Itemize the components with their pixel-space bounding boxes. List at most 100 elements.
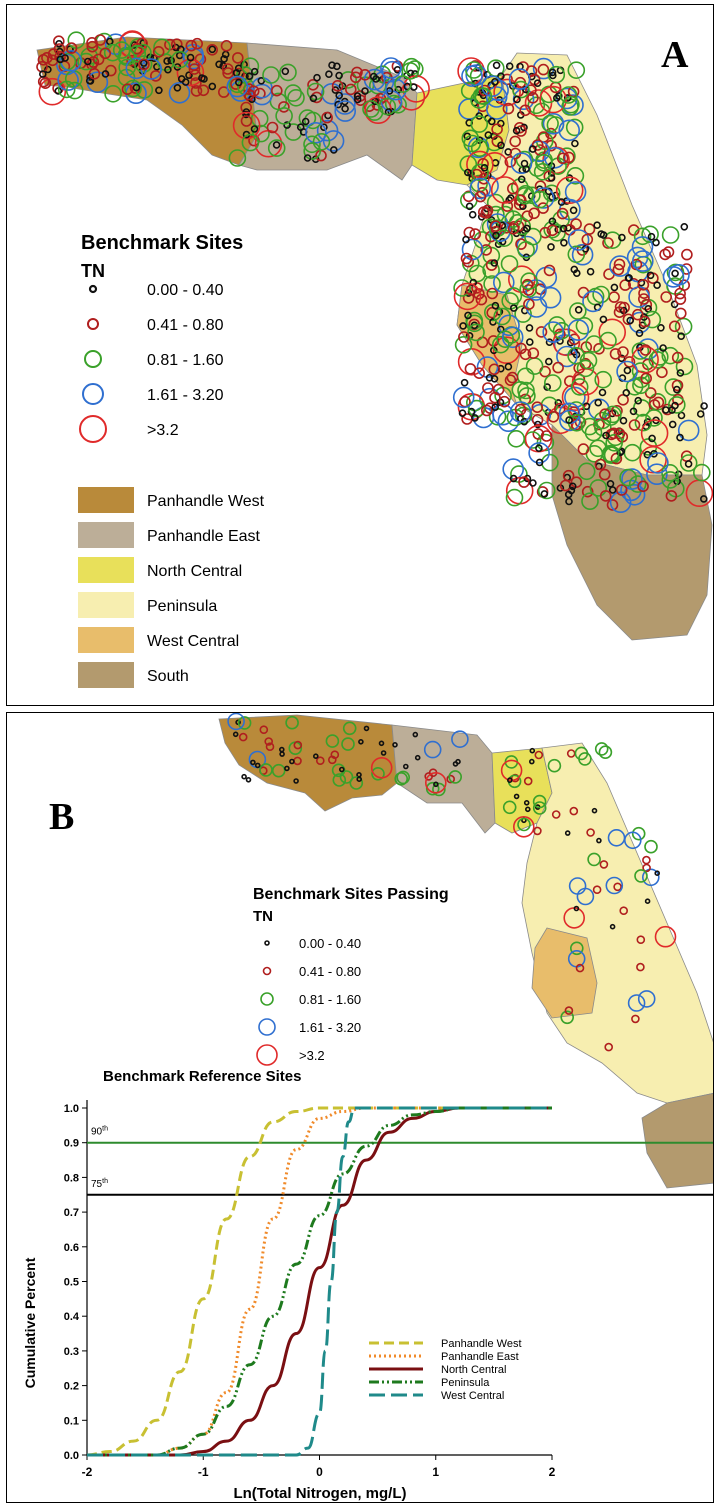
map-b-site-marker — [293, 778, 299, 784]
map-a-site-marker — [619, 468, 637, 487]
map-a-site-marker — [562, 469, 575, 482]
map-a-site-marker — [257, 77, 266, 85]
map-a-site-marker — [498, 221, 507, 230]
map-a-site-marker — [504, 362, 513, 371]
map-a-site-marker — [531, 401, 544, 414]
map-a-site-marker — [303, 142, 322, 160]
map-a-site-marker — [559, 224, 568, 233]
map-b-site-marker — [238, 732, 248, 742]
legend-a-marker-0 — [88, 284, 98, 294]
map-b-site-marker — [264, 737, 274, 746]
map-b-site-marker — [284, 765, 290, 772]
florida-map-a: Benchmark Sites TN 0.00 - 0.400.41 - 0.8… — [36, 30, 713, 688]
map-a-site-marker — [240, 115, 253, 127]
map-a-site-marker — [648, 434, 656, 443]
map-a-site-marker — [167, 56, 175, 65]
map-b-site-marker — [642, 855, 651, 865]
map-b-site-marker — [349, 776, 364, 790]
legend-a-class-label: >3.2 — [147, 422, 179, 439]
map-a-site-marker — [510, 152, 533, 174]
map-a-site-marker — [235, 78, 243, 87]
map-a-site-marker — [498, 395, 511, 408]
map-a-site-marker — [622, 388, 631, 397]
map-b-site-marker — [241, 773, 247, 780]
map-b-site-marker — [547, 758, 562, 773]
map-a-site-marker — [531, 139, 544, 151]
map-b-site-marker — [564, 830, 571, 836]
map-a-site-marker — [56, 55, 65, 64]
map-a-site-marker — [480, 207, 493, 219]
map-a-site-marker — [44, 65, 52, 74]
map-a-site-marker — [322, 130, 345, 152]
map-a-site-marker — [168, 82, 191, 104]
map-a-site-marker — [504, 156, 517, 168]
map-b-site-marker — [596, 837, 602, 844]
map-a-site-marker — [457, 347, 486, 376]
map-a-site-marker — [640, 298, 653, 311]
map-a-site-marker — [631, 308, 644, 321]
map-a-site-marker — [609, 348, 622, 360]
map-a-site-marker — [674, 287, 686, 300]
map-a-site-marker — [485, 373, 494, 382]
map-a-site-marker — [468, 210, 477, 219]
map-b-site-marker — [232, 731, 239, 738]
map-b-legend: Benchmark Sites Passing TN 0.00 - 0.400.… — [253, 886, 449, 1066]
map-a-site-marker — [644, 304, 653, 313]
map-a-site-marker — [613, 306, 626, 319]
y-tick-label: 1.0 — [64, 1103, 79, 1115]
map-a-site-marker — [671, 269, 679, 278]
map-a-site-marker — [514, 406, 533, 425]
map-a-site-marker — [252, 124, 270, 143]
map-a-site-marker — [598, 468, 611, 481]
map-a-site-marker — [99, 47, 112, 60]
map-a-site-marker — [275, 107, 293, 125]
reference-line-superscript: th — [102, 1126, 108, 1133]
reference-line-superscript: th — [102, 1178, 108, 1185]
map-a-site-marker — [501, 326, 524, 349]
map-a-site-marker — [581, 233, 594, 246]
x-tick-label: 2 — [549, 1465, 556, 1479]
map-a-site-marker — [492, 231, 500, 240]
map-a-site-marker — [513, 217, 532, 236]
map-a-site-marker — [566, 167, 585, 185]
map-b-site-marker — [448, 770, 463, 784]
map-a-site-marker — [528, 140, 551, 163]
map-a-site-marker — [597, 230, 606, 238]
map-a-site-marker — [341, 104, 349, 113]
map-a-site-marker — [333, 62, 341, 71]
map-a-site-marker — [60, 49, 82, 72]
map-a-site-marker — [544, 357, 553, 366]
map-a-site-marker — [571, 243, 594, 266]
map-a-site-marker — [559, 409, 581, 432]
legend-b-marker-0 — [264, 940, 270, 946]
map-a-site-marker — [490, 176, 519, 204]
map-a-site-marker — [594, 370, 613, 389]
map-a-site-marker — [681, 248, 693, 261]
map-a-site-marker — [190, 85, 203, 97]
map-a-site-marker — [118, 58, 136, 77]
legend-b-marker-1 — [262, 966, 272, 976]
map-a-site-marker — [380, 57, 402, 79]
map-a-site-marker — [554, 399, 563, 407]
map-a-site-marker — [504, 287, 523, 305]
map-a-site-marker — [584, 423, 603, 442]
map-a-site-marker — [644, 387, 657, 399]
legend-a-swatch-2 — [78, 557, 134, 583]
map-b-site-marker — [569, 941, 584, 956]
map-a-site-marker — [507, 429, 526, 448]
legend-a-class-label: 0.00 - 0.40 — [147, 282, 224, 299]
map-a-site-marker — [266, 121, 279, 134]
map-a-site-marker — [477, 158, 489, 170]
map-a-site-marker — [515, 150, 534, 169]
map-a-site-marker — [537, 481, 556, 500]
map-a-site-marker — [531, 413, 544, 426]
map-b-site-marker — [560, 1010, 575, 1025]
map-a-site-marker — [101, 70, 110, 78]
map-a-site-marker — [468, 264, 487, 283]
y-tick-label: 0.5 — [64, 1277, 79, 1289]
map-a-site-marker — [577, 462, 596, 481]
map-a-site-marker — [544, 147, 566, 169]
